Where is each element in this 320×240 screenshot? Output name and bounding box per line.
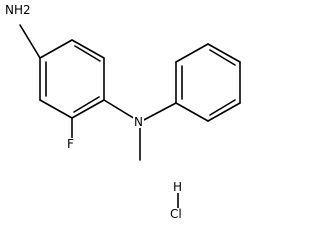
hydrogen-label: H bbox=[172, 180, 184, 194]
nitrogen-label: N bbox=[133, 115, 144, 129]
bond-ring2-c-inner bbox=[209, 49, 236, 66]
bond-ring1-ch2 bbox=[39, 39, 73, 59]
bond-n-phenyl bbox=[139, 102, 177, 123]
bond-ring2-c bbox=[207, 43, 241, 63]
bond-ring1-a-inner bbox=[74, 45, 101, 62]
bond-ch2-nh2 bbox=[19, 24, 41, 59]
bond-ring2-e-inner bbox=[209, 99, 236, 116]
bond-ring1-c-inner bbox=[73, 96, 100, 113]
bond-ring2-b bbox=[175, 43, 209, 63]
bond-ring1-c bbox=[71, 99, 105, 119]
bond-ring1-a bbox=[71, 39, 105, 59]
bond-ring1-d bbox=[39, 99, 73, 119]
bond-ring2-e bbox=[207, 102, 241, 122]
structure-diagram bbox=[19, 24, 241, 211]
bond-ring2-f bbox=[175, 102, 209, 122]
amine-label: NH2 bbox=[4, 3, 32, 17]
fluoro-label: F bbox=[66, 137, 75, 151]
chloride-label: Cl bbox=[169, 207, 183, 221]
